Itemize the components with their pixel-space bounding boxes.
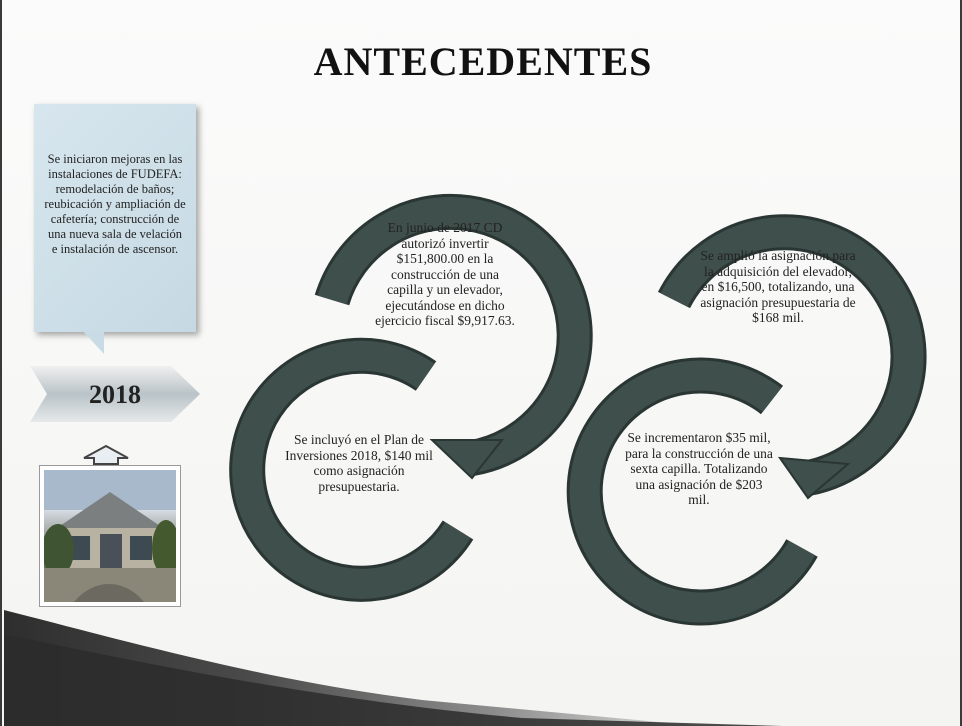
- step-3-text: Se amplió la asignación para la adquisic…: [700, 248, 856, 325]
- page-title: ANTECEDENTES: [313, 39, 653, 84]
- building-photo: [40, 466, 180, 606]
- loop-arrow-4: [566, 357, 818, 626]
- callout-tail: [82, 330, 104, 354]
- building-photo-art: [44, 470, 176, 602]
- year-label: 2018: [89, 380, 141, 409]
- step-1-text: En junio de 2017 CD autorizó invertir $1…: [375, 220, 515, 328]
- loop-arrow-1: [314, 193, 593, 480]
- step-4-text: Se incrementaron $35 mil, para la constr…: [625, 430, 773, 507]
- year-chevron: [30, 366, 200, 422]
- up-arrow-icon: [83, 444, 129, 465]
- loop-arrow-2: [229, 337, 474, 602]
- loop-arrow-3: [657, 214, 927, 500]
- intro-callout: Se iniciaron mejoras en las instalacione…: [34, 104, 196, 332]
- step-2-text: Se incluyó en el Plan de Inversiones 201…: [285, 432, 433, 494]
